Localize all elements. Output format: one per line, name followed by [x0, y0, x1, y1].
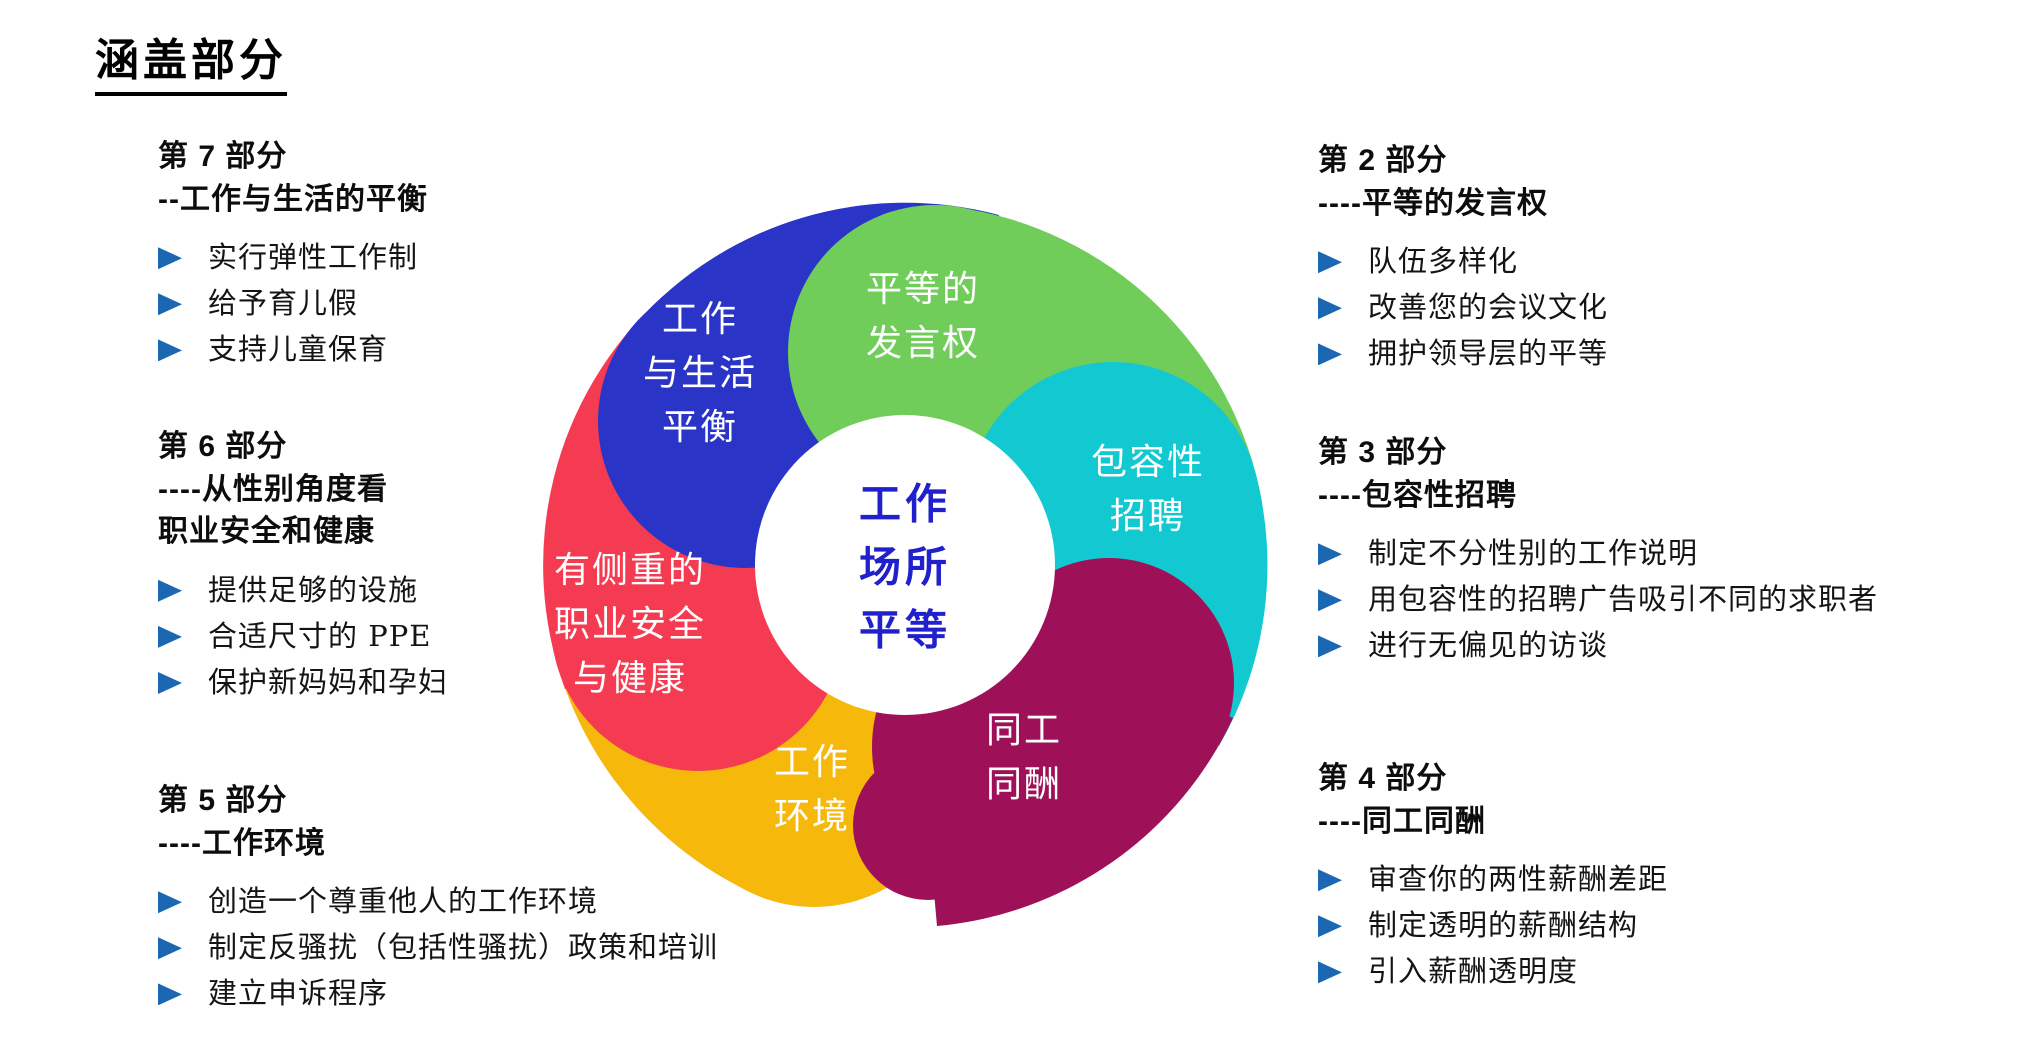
list-item: 给予育儿假 [158, 285, 818, 322]
triangle-bullet-icon [1318, 543, 1342, 566]
section-7-bullets: 实行弹性工作制 给予育儿假 支持儿童保育 [158, 239, 818, 368]
label-inclusive-recruitment: 包容性 招聘 [1090, 442, 1206, 537]
list-item: 合适尺寸的 PPE [158, 618, 818, 655]
list-item: 支持儿童保育 [158, 331, 818, 368]
triangle-bullet-icon [158, 983, 182, 1006]
section-6-bullets: 提供足够的设施 合适尺寸的 PPE 保护新妈妈和孕妇 [158, 572, 818, 701]
label-equal-pay: 同工 同酬 [985, 710, 1063, 805]
list-item: 保护新妈妈和孕妇 [158, 664, 818, 701]
center-label: 工作 场所 平等 [858, 479, 952, 655]
triangle-bullet-icon [158, 625, 182, 648]
list-item: 制定不分性别的工作说明 [1318, 535, 2018, 572]
list-item: 创造一个尊重他人的工作环境 [158, 883, 818, 920]
label-focused-osh: 有侧重的 职业安全 与健康 [553, 550, 707, 699]
section-5-heading: 第 5 部分 ----工作环境 [158, 784, 326, 860]
section-3-heading: 第 3 部分 ----包容性招聘 [1318, 436, 1517, 512]
list-item: 进行无偏见的访谈 [1318, 627, 2018, 664]
triangle-bullet-icon [1318, 915, 1342, 938]
list-item: 改善您的会议文化 [1318, 289, 2018, 326]
triangle-bullet-icon [158, 579, 182, 602]
section-3: 第 3 部分 ----包容性招聘 制定不分性别的工作说明 用包容性的招聘广告吸引… [1318, 432, 2018, 674]
list-item: 制定反骚扰（包括性骚扰）政策和培训 [158, 929, 818, 966]
list-item: 提供足够的设施 [158, 572, 818, 609]
triangle-bullet-icon [1318, 297, 1342, 320]
list-item: 建立申诉程序 [158, 975, 818, 1012]
section-7-heading: 第 7 部分 --工作与生活的平衡 [158, 140, 428, 216]
label-work-life-balance: 工作 与生活 平衡 [642, 299, 758, 448]
section-6-heading: 第 6 部分 ----从性别角度看 职业安全和健康 [158, 430, 388, 549]
section-5: 第 5 部分 ----工作环境 创造一个尊重他人的工作环境 制定反骚扰（包括性骚… [158, 780, 818, 1022]
triangle-bullet-icon [158, 672, 182, 694]
list-item: 用包容性的招聘广告吸引不同的求职者 [1318, 581, 2018, 618]
list-item: 审查你的两性薪酬差距 [1318, 861, 2018, 898]
page-title: 涵盖部分 [95, 24, 287, 96]
section-6: 第 6 部分 ----从性别角度看 职业安全和健康 提供足够的设施 合适尺寸的 … [158, 426, 818, 710]
section-4: 第 4 部分 ----同工同酬 审查你的两性薪酬差距 制定透明的薪酬结构 引入薪… [1318, 758, 2018, 1000]
list-item: 实行弹性工作制 [158, 239, 818, 276]
triangle-bullet-icon [1318, 869, 1342, 892]
triangle-bullet-icon [158, 339, 182, 362]
triangle-bullet-icon [1318, 251, 1342, 274]
center-circle [755, 415, 1055, 715]
section-7: 第 7 部分 --工作与生活的平衡 实行弹性工作制 给予育儿假 支持儿童保育 [158, 136, 818, 378]
list-item: 制定透明的薪酬结构 [1318, 907, 2018, 944]
label-work-environment: 工作 环境 [773, 742, 851, 837]
petal-equal-pay [853, 558, 1234, 926]
section-4-heading: 第 4 部分 ----同工同酬 [1318, 762, 1486, 838]
triangle-bullet-icon [1318, 635, 1342, 658]
section-2-bullets: 队伍多样化 改善您的会议文化 拥护领导层的平等 [1318, 243, 2018, 372]
triangle-bullet-icon [1318, 589, 1342, 612]
triangle-bullet-icon [1318, 961, 1342, 984]
list-item: 队伍多样化 [1318, 243, 2018, 280]
triangle-bullet-icon [1318, 343, 1342, 366]
label-equal-voice: 平等的 发言权 [865, 269, 981, 364]
section-5-bullets: 创造一个尊重他人的工作环境 制定反骚扰（包括性骚扰）政策和培训 建立申诉程序 [158, 883, 818, 1012]
list-item: 引入薪酬透明度 [1318, 953, 2018, 990]
list-item: 拥护领导层的平等 [1318, 335, 2018, 372]
section-4-bullets: 审查你的两性薪酬差距 制定透明的薪酬结构 引入薪酬透明度 [1318, 861, 2018, 990]
section-2-heading: 第 2 部分 ----平等的发言权 [1318, 144, 1548, 220]
triangle-bullet-icon [158, 937, 182, 960]
triangle-bullet-icon [158, 247, 182, 270]
triangle-bullet-icon [158, 293, 182, 316]
section-3-bullets: 制定不分性别的工作说明 用包容性的招聘广告吸引不同的求职者 进行无偏见的访谈 [1318, 535, 2018, 664]
triangle-bullet-icon [158, 891, 182, 914]
section-2: 第 2 部分 ----平等的发言权 队伍多样化 改善您的会议文化 拥护领导层的平… [1318, 140, 2018, 382]
